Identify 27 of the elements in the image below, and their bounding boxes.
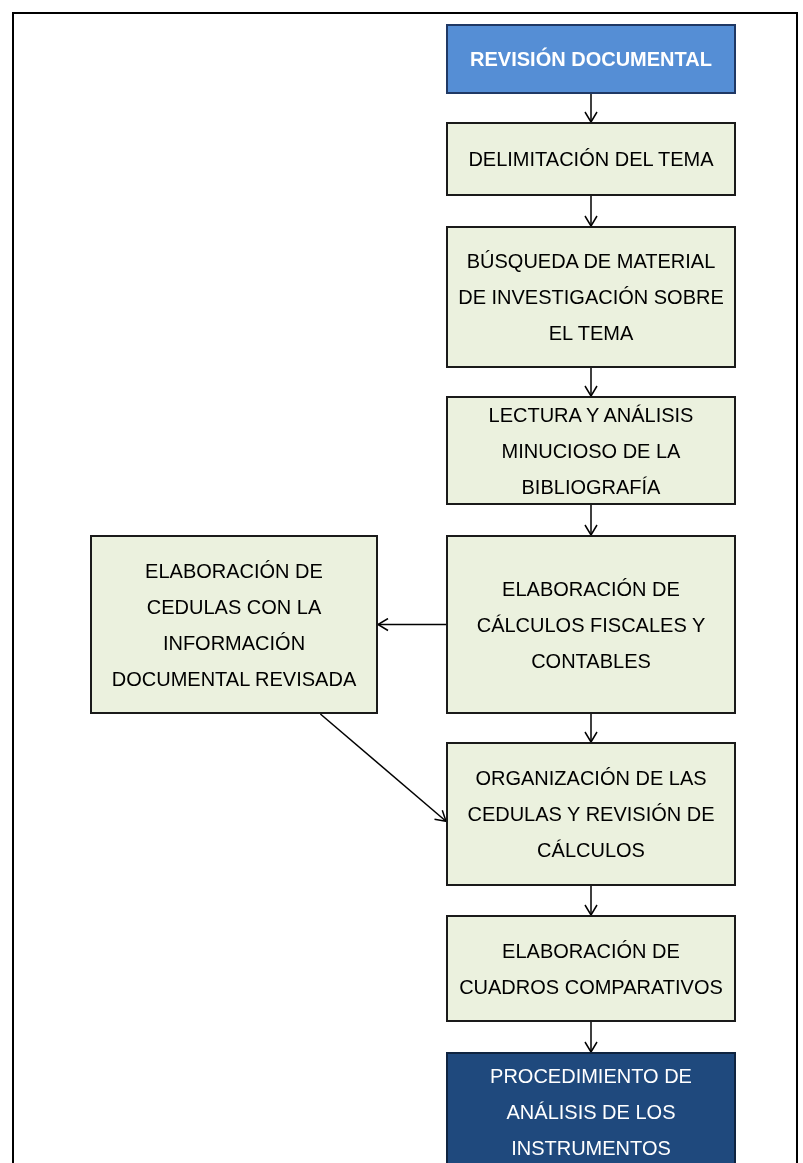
arrow: [584, 93, 598, 123]
process-box: [446, 122, 736, 196]
arrow: [319, 713, 447, 822]
arrow: [377, 617, 447, 632]
box-label: PROCEDIMIENTO DE ANÁLISIS DE LOS INSTRUMENTOS: [489, 1064, 693, 1161]
box-label: BÚSQUEDA DE MATERIAL DE INVESTIGACIÓN SOBRE EL TEMA: [458, 249, 724, 346]
process-box: [446, 742, 736, 886]
process-box: [446, 1052, 736, 1163]
arrow: [584, 504, 598, 536]
process-box: [446, 396, 736, 505]
box-label: LECTURA Y ANÁLISIS MINUCIOSO DE LA BIBLIOGRAFÍA: [487, 402, 695, 500]
box-label: ELABORACIÓN DE CÁLCULOS FISCALES Y CONTABLES: [475, 576, 707, 674]
process-box: [446, 535, 736, 714]
arrow: [584, 885, 598, 916]
arrow: [584, 367, 598, 397]
box-label: ORGANIZACIÓN DE LAS CEDULAS Y REVISIÓN DE CÁLCULOS: [466, 766, 716, 863]
process-box: [90, 535, 378, 714]
process-box: [446, 915, 736, 1022]
box-label: DELIMITACIÓN DEL TEMA: [468, 147, 714, 172]
box-label: ELABORACIÓN DE CEDULAS CON LA INFORMACIÓN DOCUMENTAL REVISADA: [110, 558, 358, 692]
process-box: [446, 226, 736, 368]
box-label: REVISIÓN DOCUMENTAL: [470, 46, 712, 72]
arrow: [584, 195, 598, 227]
arrow: [584, 1021, 598, 1053]
box-label: ELABORACIÓN DE CUADROS COMPARATIVOS: [458, 938, 724, 1000]
process-box: [446, 24, 736, 94]
arrow: [584, 713, 598, 743]
